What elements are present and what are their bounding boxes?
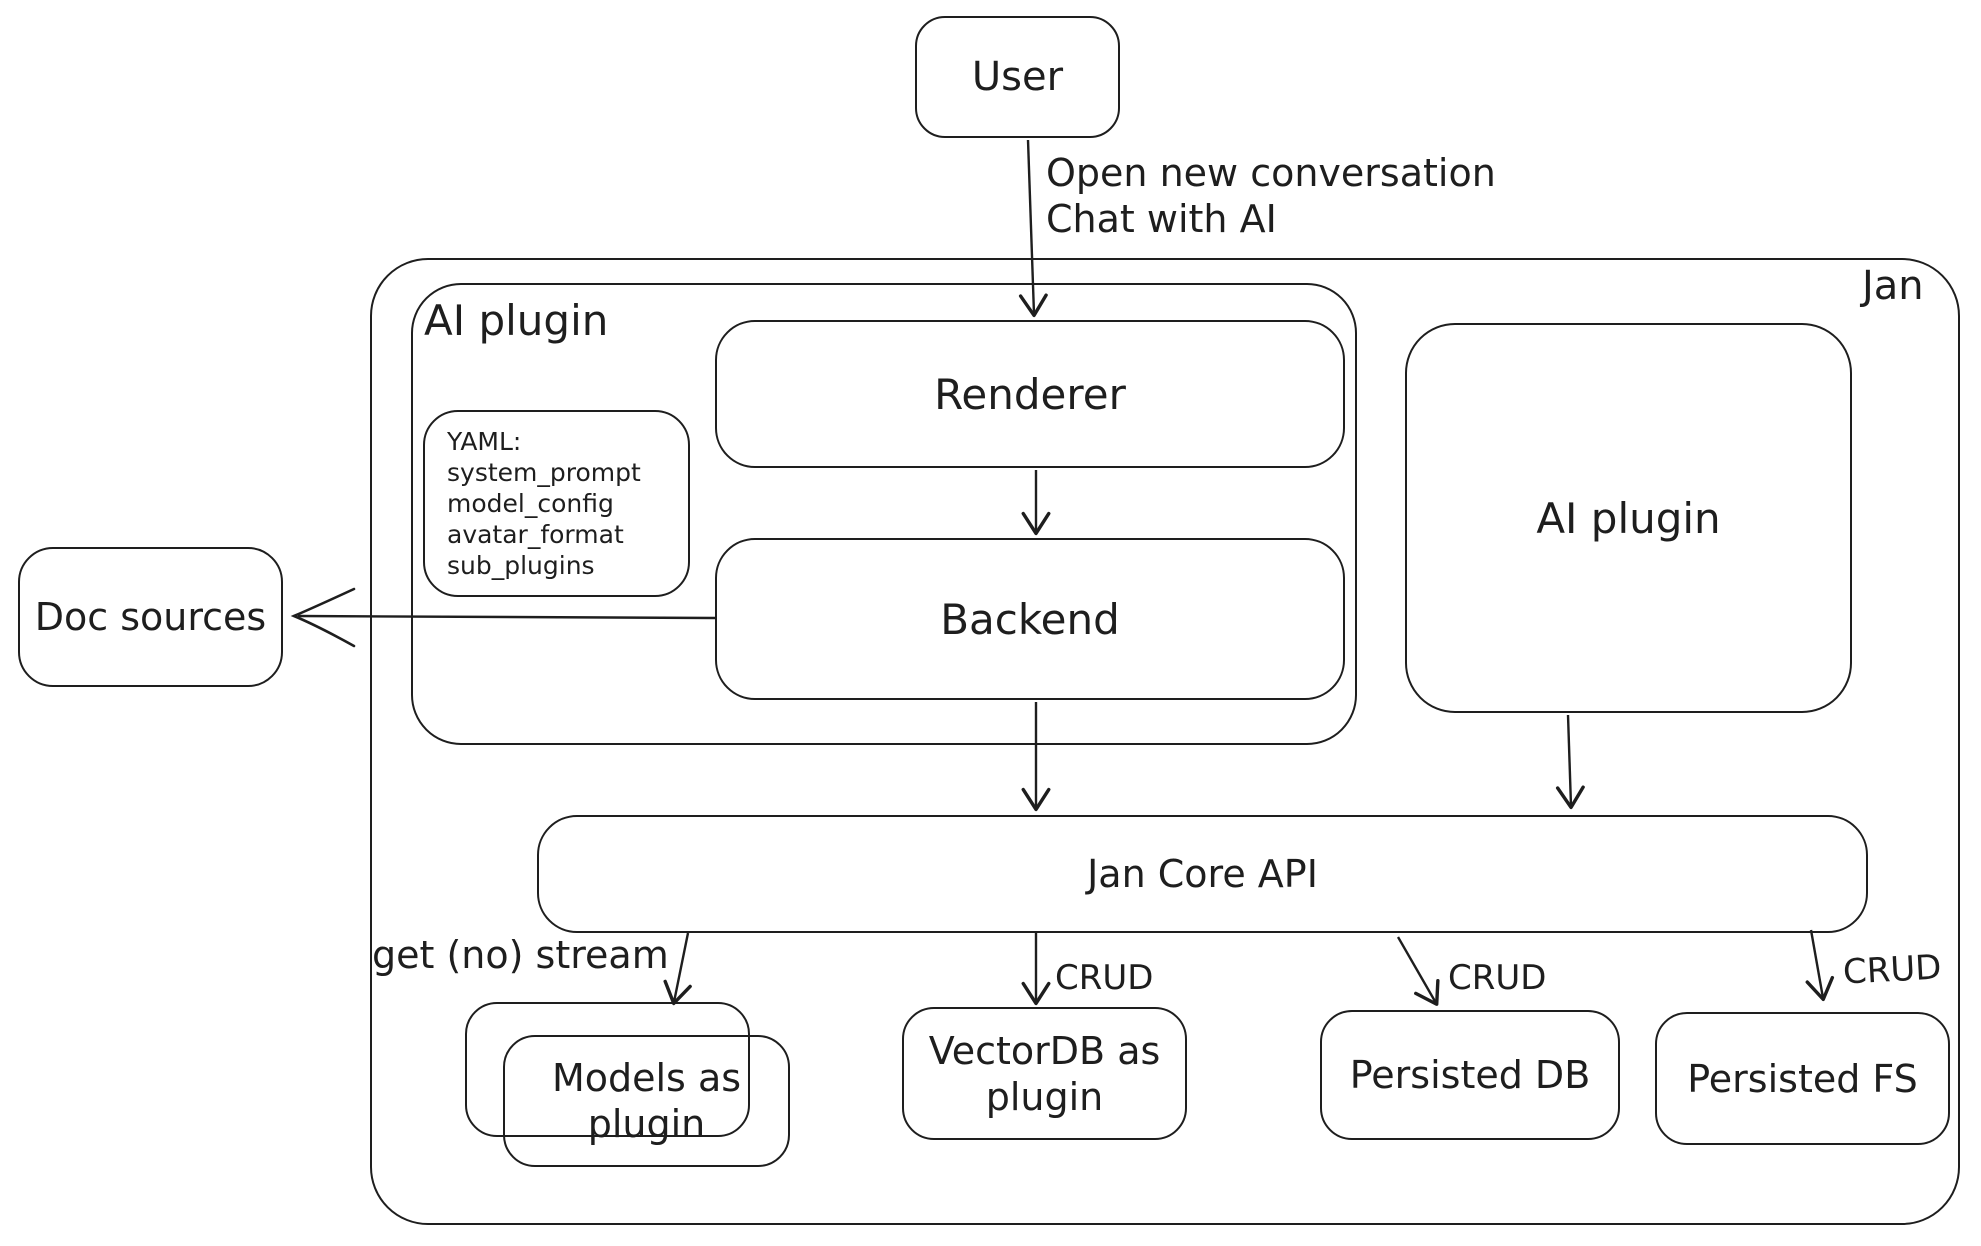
vectordb-plugin-node[interactable]: VectorDB as plugin [902,1007,1187,1140]
yaml-line: system_prompt [447,458,641,487]
ai-plugin-group[interactable] [411,283,1357,745]
renderer-label: Renderer [934,369,1126,419]
yaml-line: YAML: [447,427,522,456]
edge-label-user-to-renderer: Open new conversation Chat with AI [1046,150,1496,242]
edge-label-crud-persisted-db: CRUD [1448,958,1547,998]
persisted-db-node[interactable]: Persisted DB [1320,1010,1620,1140]
ai-plugin-node[interactable]: AI plugin [1405,323,1852,713]
jan-container-label: Jan [1862,263,1924,309]
vectordb-plugin-label-line2: plugin [985,1074,1104,1119]
jan-core-api-label: Jan Core API [1087,852,1318,896]
user-node[interactable]: User [915,16,1120,138]
yaml-line: model_config [447,489,614,518]
doc-sources-node[interactable]: Doc sources [18,547,283,687]
edge-label-crud-vectordb: CRUD [1055,958,1154,998]
ai-plugin-group-label: AI plugin [424,296,609,345]
user-label: User [971,54,1064,100]
renderer-node[interactable]: Renderer [715,320,1345,468]
edge-label-crud-persisted-fs: CRUD [1842,947,1943,993]
persisted-db-label: Persisted DB [1349,1053,1591,1097]
doc-sources-label: Doc sources [34,595,267,639]
models-plugin-shadow-box[interactable] [465,1002,750,1137]
vectordb-plugin-label-line1: VectorDB as [928,1028,1161,1073]
yaml-line: avatar_format [447,520,624,549]
models-plugin-label-line2: plugin [587,1102,706,1146]
ai-plugin-label: AI plugin [1536,493,1721,543]
persisted-fs-node[interactable]: Persisted FS [1655,1012,1950,1145]
yaml-note[interactable]: YAML: system_prompt model_config avatar_… [423,410,690,597]
yaml-line: sub_plugins [447,551,595,580]
edge-label-line: Chat with AI [1046,197,1277,241]
jan-container[interactable] [370,258,1960,1225]
yaml-note-text: YAML: system_prompt model_config avatar_… [447,426,641,581]
edge-label-line: Open new conversation [1046,151,1496,195]
persisted-fs-label: Persisted FS [1687,1056,1918,1101]
backend-label: Backend [940,594,1120,644]
edge-label-get-no-stream: get (no) stream [372,933,669,977]
backend-node[interactable]: Backend [715,538,1345,700]
models-plugin-node[interactable]: Models as plugin [503,1035,790,1167]
jan-core-api-node[interactable]: Jan Core API [537,815,1868,933]
models-plugin-label-line1: Models as [551,1056,742,1100]
